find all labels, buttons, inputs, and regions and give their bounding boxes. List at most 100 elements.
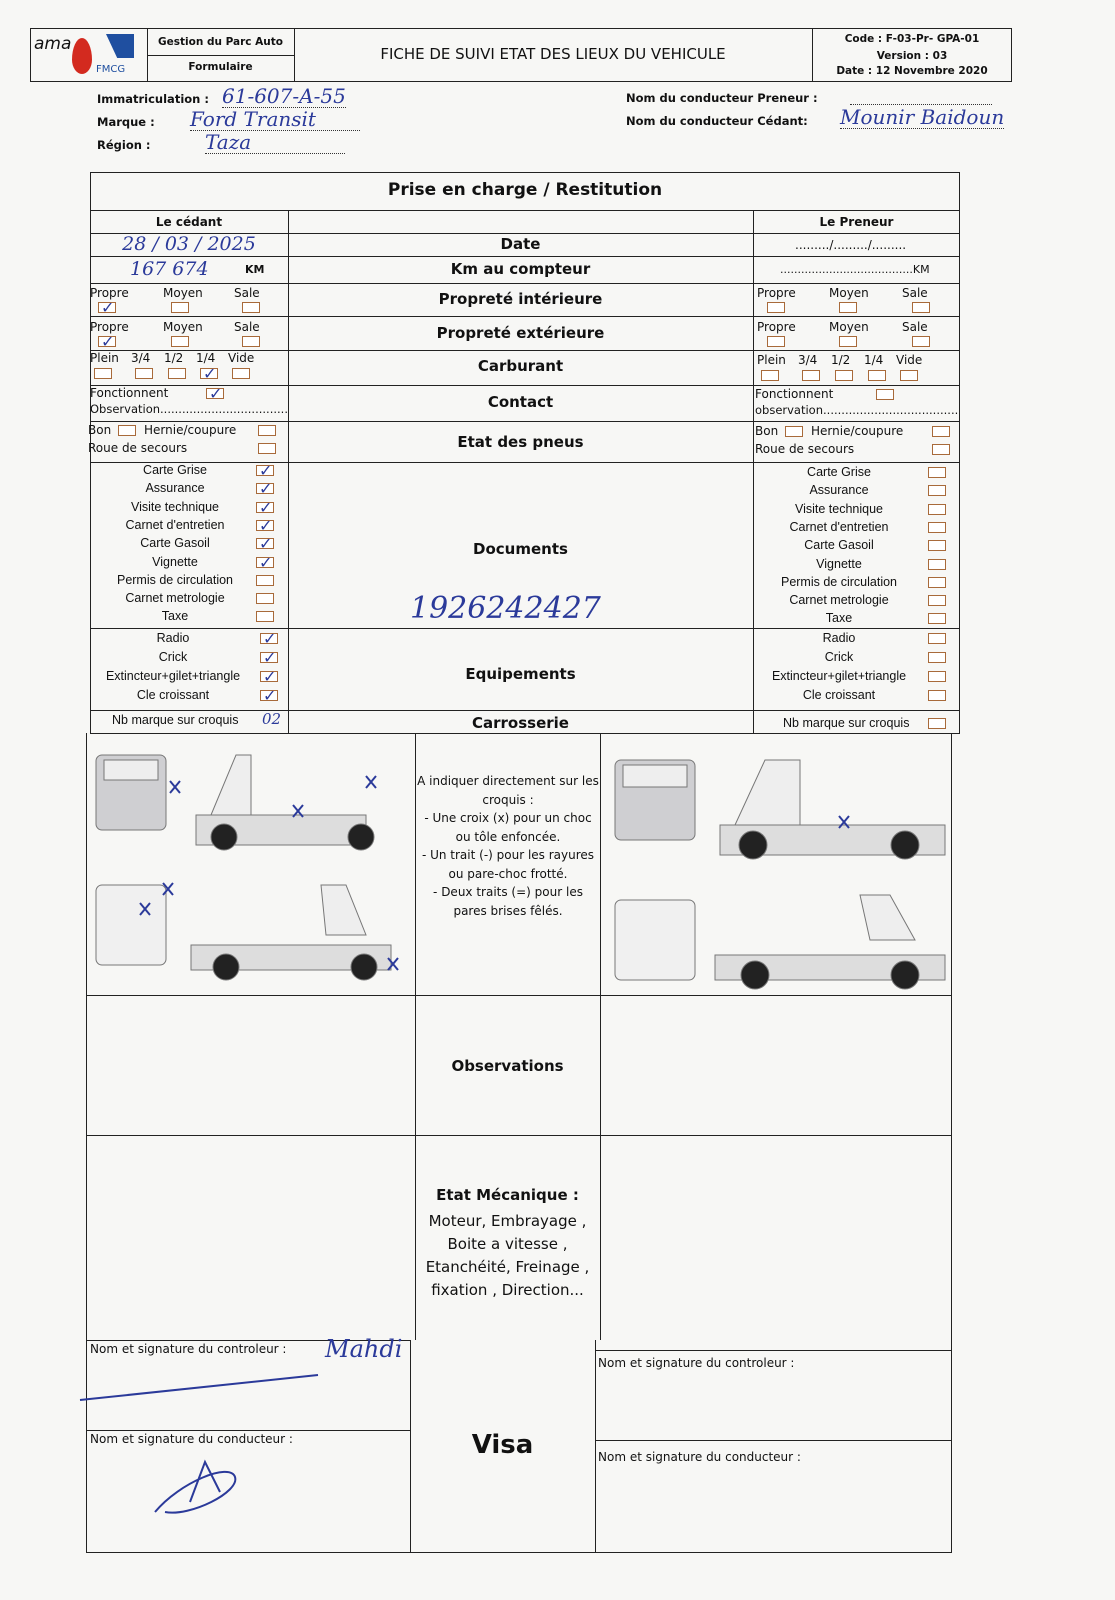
cedant-value[interactable]: Mounir Baidoun	[840, 105, 1005, 129]
preneur-doc-5-checkbox[interactable]	[928, 558, 946, 570]
preneur-fuel-2-checkbox[interactable]	[835, 370, 853, 381]
clean-option-label: Propre	[757, 320, 796, 334]
preneur-equip-3-checkbox[interactable]	[928, 690, 946, 701]
preneur-km[interactable]: ......................................KM	[780, 263, 930, 276]
contact-ok-label: Fonctionnent	[90, 386, 169, 400]
observations-cedant-field[interactable]	[86, 996, 414, 1134]
preneur-equip-2-checkbox[interactable]	[928, 671, 946, 682]
cedant-tyre-spare-checkbox[interactable]	[258, 443, 276, 454]
preneur-contact-checkbox[interactable]	[876, 389, 894, 400]
cedant-doc-7-checkbox[interactable]	[256, 593, 274, 605]
preneur-date[interactable]: ........./........./.........	[795, 238, 907, 252]
document-item: Visite technique	[794, 501, 884, 516]
check-mark-icon: ✓	[259, 552, 273, 572]
preneur-doc-4-checkbox[interactable]	[928, 540, 946, 552]
row-carrosserie: Carrosserie	[472, 714, 569, 732]
cedant-equip-2-checkbox[interactable]	[260, 671, 278, 682]
cedant-tyre-bon-checkbox[interactable]	[118, 425, 136, 436]
preneur-fuel-1-checkbox[interactable]	[802, 370, 820, 381]
tyre-spare-label: Roue de secours	[88, 441, 188, 455]
preneur-vehicle-sketch	[614, 759, 946, 990]
cedant-fuel-4-checkbox[interactable]	[232, 368, 250, 379]
cedant-equip-0-checkbox[interactable]	[260, 633, 278, 644]
preneur-doc-7-checkbox[interactable]	[928, 595, 946, 607]
logo-fmcg: FMCG	[96, 64, 126, 75]
check-mark-icon: ✓	[259, 534, 273, 554]
cedant-doc-8-checkbox[interactable]	[256, 611, 274, 623]
marks-count-value[interactable]: 02	[262, 710, 282, 728]
cedant-clean-0-checkbox[interactable]	[98, 302, 116, 313]
preneur-tyre-hernie-checkbox[interactable]	[932, 426, 950, 437]
cedant-contact-checkbox[interactable]	[206, 388, 224, 399]
preneur-doc-6-checkbox[interactable]	[928, 576, 946, 588]
cedant-clean-1-checkbox[interactable]	[171, 336, 189, 347]
cedant-fuel-0-checkbox[interactable]	[94, 368, 112, 379]
preneur-clean-1-checkbox[interactable]	[839, 302, 857, 313]
cedant-doc-4-checkbox[interactable]	[256, 538, 274, 550]
preneur-equip-0-checkbox[interactable]	[928, 633, 946, 644]
cedant-clean-0-checkbox[interactable]	[98, 336, 116, 347]
lower-section	[86, 733, 952, 1553]
cedant-doc-6-checkbox[interactable]	[256, 574, 274, 586]
preneur-clean-2-checkbox[interactable]	[912, 302, 930, 313]
immat-value[interactable]: 61-607-A-55	[222, 84, 346, 108]
clean-option-label: Sale	[902, 320, 928, 334]
cedant-tyre-hernie-checkbox[interactable]	[258, 425, 276, 436]
region-value[interactable]: Taza	[205, 131, 345, 154]
header-type: Formulaire	[188, 61, 253, 73]
cedant-fuel-1-checkbox[interactable]	[135, 368, 153, 379]
fuel-option-label: 1/4	[196, 351, 216, 365]
cedant-doc-5-checkbox[interactable]	[256, 556, 274, 568]
equipment-item: Radio	[822, 631, 856, 645]
clean-option-label: Moyen	[829, 286, 869, 300]
preneur-label: Nom du conducteur Preneur :	[626, 91, 818, 105]
flame-logo-icon	[72, 38, 92, 74]
cedant-clean-2-checkbox[interactable]	[242, 302, 260, 313]
document-item: Carte Grise	[807, 465, 871, 479]
document-item: Carnet d'entretien	[125, 517, 225, 532]
tyre-hernie-label: Hernie/coupure	[811, 424, 904, 438]
cedant-equip-3-checkbox[interactable]	[260, 690, 278, 701]
cedant-clean-2-checkbox[interactable]	[242, 336, 260, 347]
cedant-doc-2-checkbox[interactable]	[256, 501, 274, 513]
document-item: Vignette	[816, 556, 862, 571]
preneur-marks-checkbox[interactable]	[928, 718, 946, 729]
cedant-doc-1-checkbox[interactable]	[256, 483, 274, 495]
observations-preneur-field[interactable]	[601, 996, 951, 1134]
preneur-clean-0-checkbox[interactable]	[767, 336, 785, 347]
preneur-doc-2-checkbox[interactable]	[928, 503, 946, 515]
preneur-clean-1-checkbox[interactable]	[839, 336, 857, 347]
preneur-tyre-spare-checkbox[interactable]	[932, 444, 950, 455]
cedant-equip-1-checkbox[interactable]	[260, 652, 278, 663]
contact-observation[interactable]: Observation.............................…	[90, 402, 288, 416]
cedant-fuel-3-checkbox[interactable]	[200, 368, 218, 379]
document-item: Visite technique	[130, 499, 220, 514]
preneur-tyre-bon-checkbox[interactable]	[785, 426, 803, 437]
check-mark-icon: ✓	[209, 384, 223, 403]
preneur-fuel-4-checkbox[interactable]	[900, 370, 918, 381]
cedant-date[interactable]: 28 / 03 / 2025	[122, 233, 256, 255]
cedant-doc-3-checkbox[interactable]	[256, 519, 274, 531]
cedant-doc-0-checkbox[interactable]	[256, 465, 274, 476]
preneur-doc-8-checkbox[interactable]	[928, 613, 946, 625]
preneur-equip-1-checkbox[interactable]	[928, 652, 946, 663]
preneur-fuel-0-checkbox[interactable]	[761, 370, 779, 381]
preneur-fuel-3-checkbox[interactable]	[868, 370, 886, 381]
preneur-doc-1-checkbox[interactable]	[928, 485, 946, 497]
preneur-field[interactable]	[850, 104, 992, 105]
preneur-clean-2-checkbox[interactable]	[912, 336, 930, 347]
preneur-clean-0-checkbox[interactable]	[767, 302, 785, 313]
cedant-km[interactable]: 167 674	[130, 258, 209, 280]
cedant-clean-1-checkbox[interactable]	[171, 302, 189, 313]
logo-ama: ama	[34, 34, 72, 54]
document-item: Assurance	[809, 483, 869, 498]
clean-option-label: Sale	[902, 286, 928, 300]
preneur-doc-3-checkbox[interactable]	[928, 521, 946, 533]
preneur-doc-0-checkbox[interactable]	[928, 467, 946, 478]
document-item: Carnet metrologie	[125, 591, 225, 606]
contact-observation[interactable]: observation.............................…	[755, 403, 959, 417]
marque-value[interactable]: Ford Transit	[190, 108, 360, 131]
region-label: Région :	[97, 138, 151, 152]
check-mark-icon: ✓	[259, 479, 273, 499]
cedant-fuel-2-checkbox[interactable]	[168, 368, 186, 379]
